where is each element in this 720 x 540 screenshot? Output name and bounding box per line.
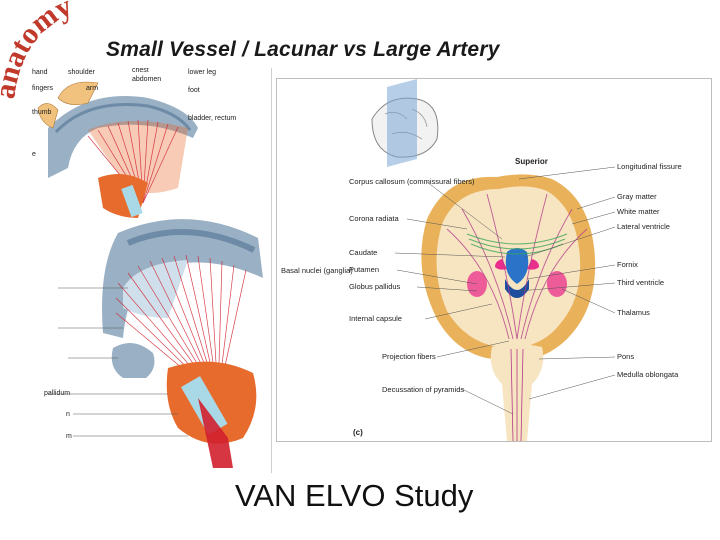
label-basal-nuclei: Basal nuclei (ganglia) [281,266,353,275]
label-projection-fibers: Projection fibers [382,352,436,361]
label-pons: Pons [617,352,634,361]
label-pallidum: pallidum [44,390,70,397]
motor-pathway-illustration: hand shoulder arm chest abdomen lower le… [32,68,272,473]
label-medulla-oblongata: Medulla oblongata [617,370,679,379]
corner-word-anatomy: anatomy [0,0,77,101]
label-n: n [66,411,70,418]
label-foot: foot [188,87,200,94]
label-e: e [32,151,36,158]
panel-letter: (c) [353,428,363,437]
label-thumb: thumb [32,109,52,116]
label-decussation-of-pyramids: Decussation of pyramids [382,385,464,394]
label-third-ventricle: Third ventricle [617,278,664,287]
label-abdomen: abdomen [132,76,161,83]
label-superior: Superior [515,157,548,166]
label-corpus-callosum: Corpus callosum (commissural fibers) [349,177,475,186]
label-internal-capsule: Internal capsule [349,314,402,323]
label-globus-pallidus: Globus pallidus [349,282,401,291]
label-white-matter: White matter [617,207,660,216]
label-caudate: Caudate [349,248,377,257]
label-putamen: Putamen [349,265,379,274]
label-arm: arm [86,85,98,92]
label-longitudinal-fissure: Longitudinal fissure [617,162,682,171]
label-gray-matter: Gray matter [617,192,657,201]
label-fornix: Fornix [617,260,638,269]
label-chest: chest [132,68,149,74]
label-hand: hand [32,69,48,76]
label-lateral-ventricle: Lateral ventricle [617,222,670,231]
slide-title: Small Vessel / Lacunar vs Large Artery [106,38,500,61]
orientation-brain-icon [371,79,439,167]
slide-caption: VAN ELVO Study [235,478,474,513]
label-shoulder: shoulder [68,69,96,76]
label-corona-radiata: Corona radiata [349,214,399,223]
coronal-brain-section: Superior Corpus callosum (commissural fi… [276,78,712,442]
label-fingers: fingers [32,85,54,92]
label-m: m [66,433,72,440]
label-thalamus: Thalamus [617,308,650,317]
label-bladder-rectum: bladder, rectum [188,115,236,122]
label-lower-leg: lower leg [188,69,216,76]
